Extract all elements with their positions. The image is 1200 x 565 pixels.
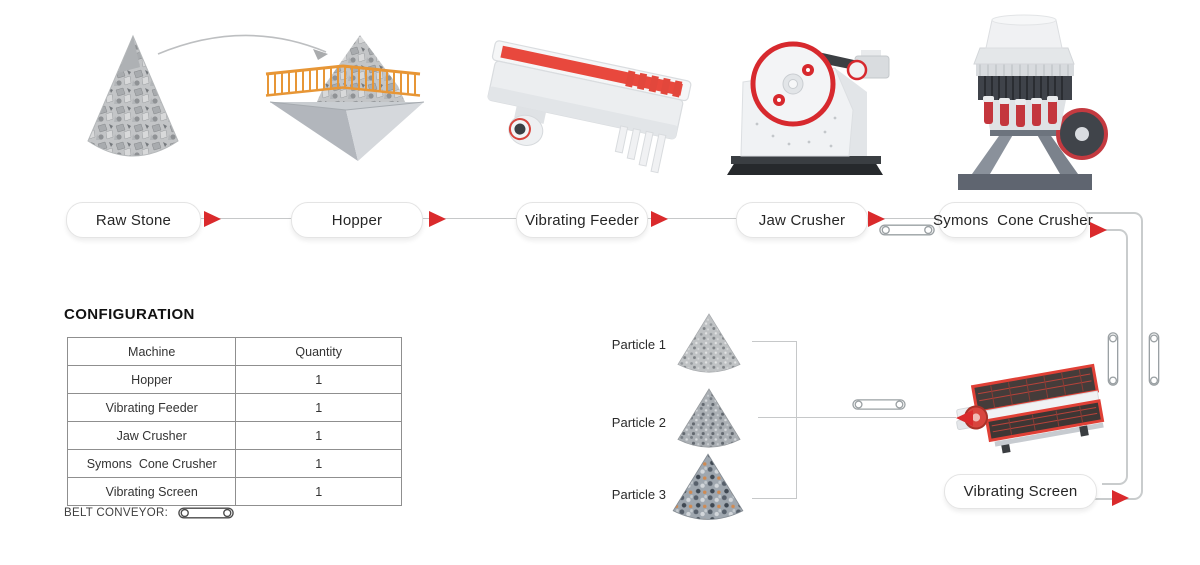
flow-arrow-2-icon <box>429 211 446 227</box>
flow-arrow-4-icon <box>868 211 885 227</box>
belt-conveyor-icon <box>879 224 935 236</box>
screen-out-arrow-icon <box>1112 490 1129 506</box>
cell-quantity: 1 <box>235 477 402 506</box>
cell-quantity: 1 <box>235 393 402 422</box>
stage-pill-raw-stone: Raw Stone <box>66 202 201 238</box>
header-quantity: Quantity <box>235 337 402 366</box>
vibrating-feeder-image <box>487 40 692 174</box>
particle-merge-line <box>796 341 797 499</box>
particle-3-label: Particle 3 <box>611 487 666 502</box>
configuration-title: CONFIGURATION <box>64 306 195 323</box>
flow-line-2 <box>421 218 516 219</box>
loop-discharge-line <box>1102 229 1128 485</box>
cell-machine: Symons Cone Crusher <box>66 449 237 478</box>
stage-label: Raw Stone <box>95 211 172 229</box>
table-row: Symons Cone Crusher 1 <box>66 449 402 478</box>
table-header-row: Machine Quantity <box>66 337 402 366</box>
particle-2-label: Particle 2 <box>611 415 666 430</box>
table-row: Vibrating Screen 1 <box>66 477 402 506</box>
belt-conveyor-legend: BELT CONVEYOR: <box>64 506 235 520</box>
cell-machine: Jaw Crusher <box>66 421 237 450</box>
flow-arrow-3-icon <box>651 211 668 227</box>
cell-quantity: 1 <box>235 365 402 394</box>
cell-machine: Vibrating Screen <box>66 477 237 506</box>
cell-machine: Hopper <box>66 365 237 394</box>
flow-line-4 <box>866 218 938 219</box>
stage-pill-jaw-crusher: Jaw Crusher <box>736 202 868 238</box>
stage-pill-vibrating-screen: Vibrating Screen <box>944 474 1097 509</box>
symons-cone-crusher-image <box>958 14 1108 190</box>
stage-pill-hopper: Hopper <box>291 202 423 238</box>
vertical-belt-conveyor-icon <box>1107 332 1119 386</box>
stage-label: Jaw Crusher <box>758 211 846 229</box>
cell-quantity: 1 <box>235 449 402 478</box>
jaw-crusher-image <box>727 41 890 175</box>
cell-machine: Vibrating Feeder <box>66 393 237 422</box>
screen-to-particles-line <box>758 417 956 418</box>
flow-line-1 <box>199 218 291 219</box>
header-machine: Machine <box>66 337 237 366</box>
table-row: Hopper 1 <box>66 365 402 394</box>
flow-line-3 <box>646 218 736 219</box>
stage-label: Vibrating Feeder <box>525 211 639 229</box>
configuration-table: Machine Quantity Hopper 1 Vibrating Feed… <box>66 337 402 506</box>
stage-pill-symons-cone-crusher: Symons Cone Crusher <box>933 202 1093 238</box>
stage-label: Hopper <box>331 211 383 229</box>
curved-arrow-icon <box>157 34 328 60</box>
stage-label: Symons Cone Crusher <box>933 211 1093 229</box>
particle-2-image <box>677 388 741 448</box>
cell-quantity: 1 <box>235 421 402 450</box>
particle-1-line <box>752 341 797 342</box>
belt-conveyor-icon <box>178 507 234 519</box>
particle-1-label: Particle 1 <box>611 337 666 352</box>
particle-3-line <box>752 498 797 499</box>
hopper-image <box>265 35 425 161</box>
belt-conveyor-label: BELT CONVEYOR: <box>64 507 169 519</box>
vertical-belt-conveyor-icon <box>1148 332 1160 386</box>
crusher-out-arrow-icon <box>1090 222 1107 238</box>
screen-to-particles-arrow-icon <box>956 410 973 426</box>
particle-3-image <box>672 453 744 520</box>
stage-label: Vibrating Screen <box>963 483 1078 500</box>
stage-pill-vibrating-feeder: Vibrating Feeder <box>516 202 648 238</box>
table-row: Jaw Crusher 1 <box>66 421 402 450</box>
raw-stone-image <box>87 34 179 157</box>
belt-conveyor-icon <box>852 399 906 410</box>
vibrating-screen-image <box>956 363 1105 454</box>
table-row: Vibrating Feeder 1 <box>66 393 402 422</box>
particle-1-image <box>677 313 741 373</box>
flow-arrow-1-icon <box>204 211 221 227</box>
